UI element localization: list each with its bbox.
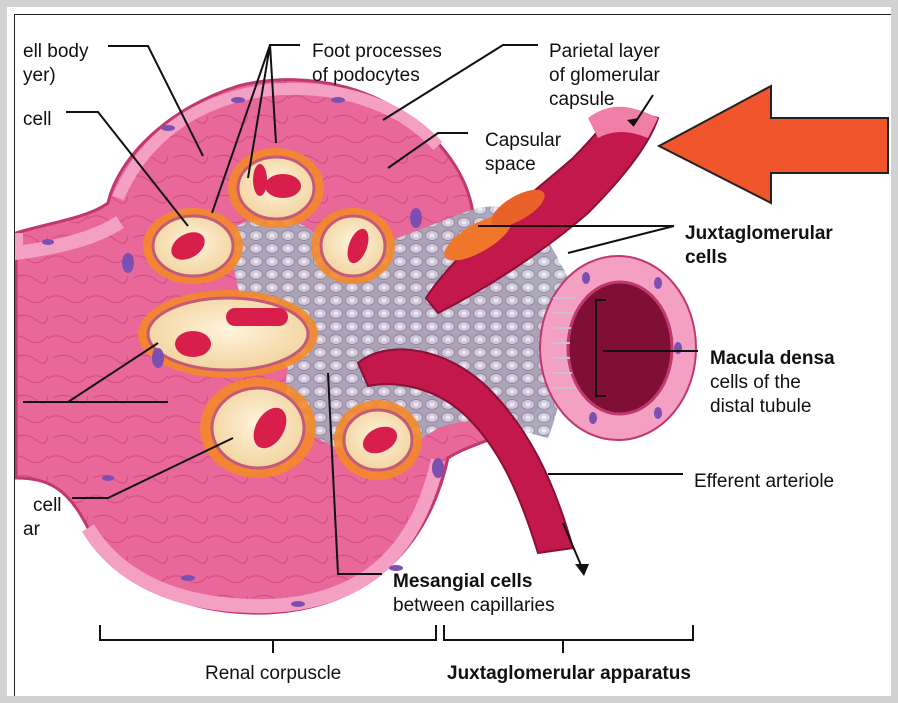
label-renal-corpuscle: Renal corpuscle	[205, 663, 342, 684]
label-parietal-layer-line1: Parietal layer	[549, 41, 660, 62]
label-juxtaglomerular-cells-line2: cells	[685, 247, 728, 268]
label-juxtaglomerular-cells-line1: Juxtaglomerular	[685, 223, 833, 244]
label-macula-densa-line2: cells of the	[710, 372, 801, 393]
label-juxtaglomerular-apparatus: Juxtaglomerular apparatus	[447, 663, 691, 684]
label-capsular-space-line1: Capsular	[485, 130, 562, 151]
label-cell-left: cell	[23, 109, 52, 130]
label-mesangial-cells-line1: Mesangial cells	[393, 571, 533, 592]
label-macula-densa-line3: distal tubule	[710, 396, 812, 417]
label-efferent-arteriole: Efferent arteriole	[694, 471, 835, 492]
label-macula-densa-line1: Macula densa	[710, 348, 835, 369]
label-cell-bottom-line2: ar	[23, 519, 40, 540]
distal-tubule	[539, 255, 697, 441]
label-cell-body-line1: ell body	[23, 41, 89, 62]
leader-lines	[23, 44, 698, 653]
label-mesangial-cells-line2: between capillaries	[393, 595, 555, 616]
label-cell-body-line2: yer)	[23, 65, 56, 86]
label-parietal-layer-line3: capsule	[549, 89, 615, 110]
pointer-arrow	[656, 84, 889, 205]
capillary-loops	[138, 148, 422, 480]
nuclei	[42, 97, 444, 607]
label-foot-processes-line1: Foot processes	[312, 41, 442, 62]
label-foot-processes-line2: of podocytes	[312, 65, 420, 86]
label-parietal-layer-line2: of glomerular	[549, 65, 660, 86]
diagram-canvas: ell body yer) cell Foot processes of pod…	[14, 14, 891, 696]
label-capsular-space-line2: space	[485, 154, 536, 175]
juxtaglomerular-illustration	[15, 44, 889, 653]
label-cell-bottom-line1: cell	[33, 495, 62, 516]
